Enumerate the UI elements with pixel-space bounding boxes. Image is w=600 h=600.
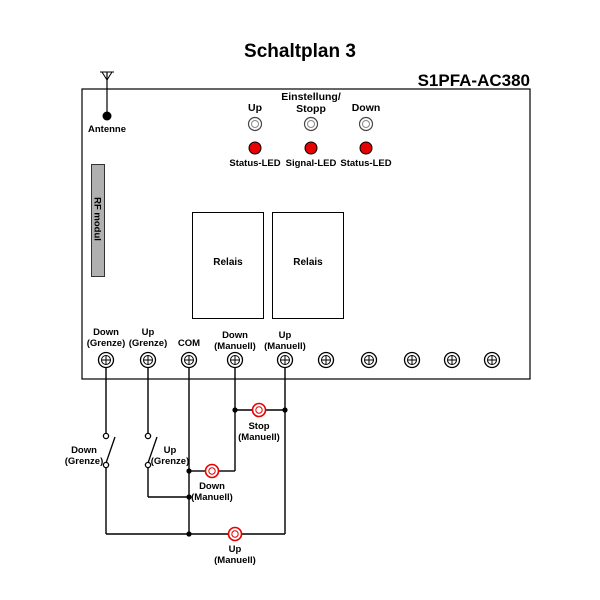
limit-switch-up-icon [144, 432, 158, 469]
relay-left-label: Relais [213, 257, 243, 268]
status-led-left-label: Status-LED [229, 158, 281, 169]
signal-led-label: Signal-LED [285, 158, 337, 169]
status-led-right-icon [359, 141, 373, 155]
terminal-down-grenze-label: Down (Grenze) [86, 327, 126, 349]
relay-right: Relais [272, 212, 344, 319]
terminal-screw-icon [443, 351, 461, 369]
board-button-stop-label: Einstellung/ Stopp [281, 91, 341, 115]
terminal-screw-icon [180, 351, 198, 369]
terminal-screw-icon [226, 351, 244, 369]
limit-switch-down-label: Down (Grenze) [64, 445, 104, 467]
limit-switch-up-label: Up (Grenze) [150, 445, 190, 467]
signal-led-icon [304, 141, 318, 155]
terminal-com-label: COM [177, 338, 201, 349]
board-button-down-icon [358, 116, 374, 132]
terminal-down-manuell-label: Down (Manuell) [214, 330, 256, 352]
down-manual-button-icon [204, 463, 220, 479]
up-manual-button-icon [227, 526, 243, 542]
board-button-up-label: Up [248, 102, 262, 114]
junction-dots [186, 407, 288, 537]
terminal-screw-icon [97, 351, 115, 369]
model-label: S1PFA-AC380 [417, 71, 530, 90]
limit-switch-down-icon [102, 432, 116, 469]
diagram-title: Schaltplan 3 [244, 41, 356, 62]
antenna-icon [100, 71, 114, 121]
terminal-screw-icon [276, 351, 294, 369]
terminal-screw-icon [360, 351, 378, 369]
terminal-screw-icon [317, 351, 335, 369]
relay-right-label: Relais [293, 257, 323, 268]
terminal-screw-icon [483, 351, 501, 369]
status-led-right-label: Status-LED [340, 158, 392, 169]
antenna-label: Antenne [88, 124, 126, 135]
rf-module-label: RF modul [91, 197, 103, 241]
rf-module [91, 164, 105, 277]
terminal-screw-icon [403, 351, 421, 369]
stop-manual-button-icon [251, 402, 267, 418]
down-manual-label: Down (Manuell) [191, 481, 233, 503]
stop-manual-label: Stop (Manuell) [238, 421, 280, 443]
board-button-stop-icon [303, 116, 319, 132]
board-button-down-label: Down [351, 102, 381, 114]
terminal-up-manuell-label: Up (Manuell) [264, 330, 306, 352]
relay-left: Relais [192, 212, 264, 319]
terminal-up-grenze-label: Up (Grenze) [128, 327, 168, 349]
wires [105, 367, 286, 535]
status-led-left-icon [248, 141, 262, 155]
terminal-block [97, 351, 501, 369]
up-manual-label: Up (Manuell) [214, 544, 256, 566]
board-button-up-icon [247, 116, 263, 132]
terminal-screw-icon [139, 351, 157, 369]
